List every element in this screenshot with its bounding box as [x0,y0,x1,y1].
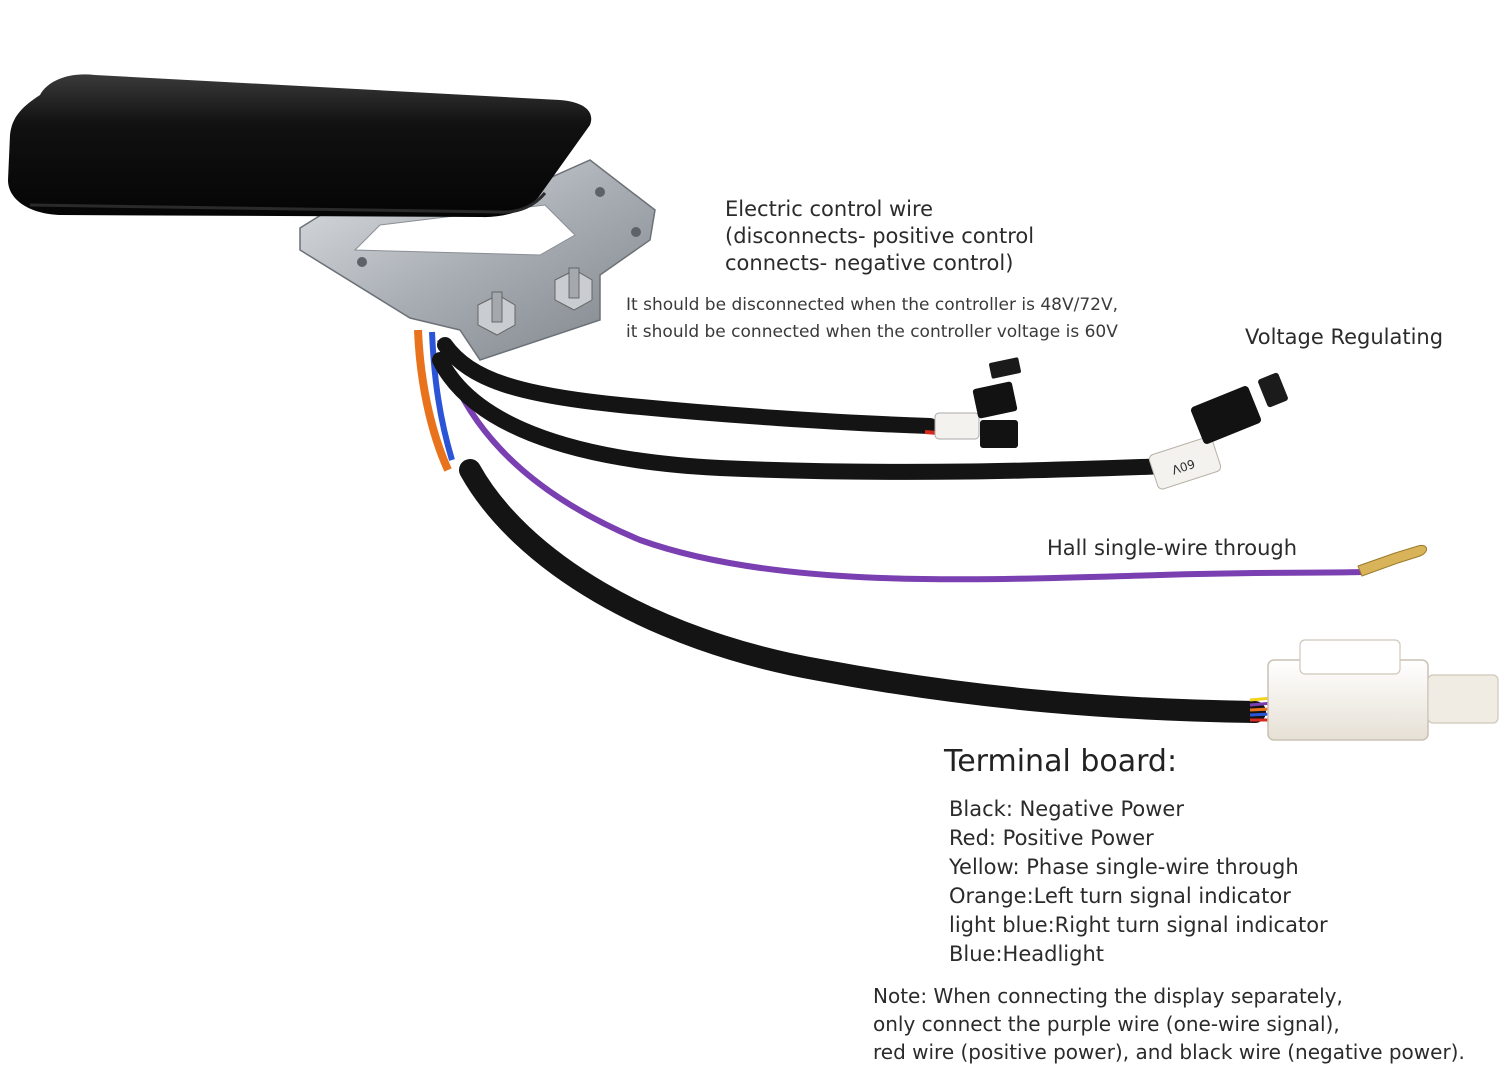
terminal-bolt-right [554,267,593,311]
terminal-board-list: Black: Negative Power Red: Positive Powe… [949,795,1328,969]
electric-control-label: Electric control wire (disconnects- posi… [725,196,1034,277]
terminal-item-black: Black: Negative Power [949,797,1184,821]
terminal-item-yellow: Yellow: Phase single-wire through [949,855,1299,879]
wire-bundle [414,329,1363,723]
voltage-connector: 60V [1148,372,1288,490]
hall-label: Hall single-wire through [1047,536,1298,560]
display-unit [8,74,592,218]
terminal-item-orange: Orange:Left turn signal indicator [949,884,1291,908]
voltage-note-label: It should be disconnected when the contr… [626,292,1118,346]
note-line3: red wire (positive power), and black wir… [873,1040,1465,1064]
voltage-note-line2: it should be connected when the controll… [626,322,1118,342]
voltage-note-line1: It should be disconnected when the contr… [626,295,1119,315]
terminal-board-connector [1267,639,1499,741]
terminal-board-title: Terminal board: [944,744,1178,779]
terminal-item-red: Red: Positive Power [949,826,1154,850]
note-line1: Note: When connecting the display separa… [873,984,1343,1008]
voltage-regulating-label: Voltage Regulating [1245,325,1444,349]
hall-terminal [1357,544,1427,577]
terminal-bolt-left [477,291,516,336]
note-line2: only connect the purple wire (one-wire s… [873,1012,1340,1036]
terminal-item-light-blue: light blue:Right turn signal indicator [949,913,1328,937]
control-connector [934,357,1021,448]
electric-control-line1: (disconnects- positive control [725,224,1035,248]
main-black-cable [459,459,1266,723]
electric-control-title: Electric control wire [725,197,934,221]
orange-wire [414,329,452,472]
purple-hall-wire [437,339,1363,583]
terminal-item-blue: Blue:Headlight [949,942,1104,966]
electric-control-line2: connects- negative control) [725,251,1014,275]
voltage-black-wire [432,352,1178,480]
control-black-wire [437,337,938,434]
connection-note: Note: When connecting the display separa… [873,982,1465,1066]
blue-wire-stub [429,331,455,461]
